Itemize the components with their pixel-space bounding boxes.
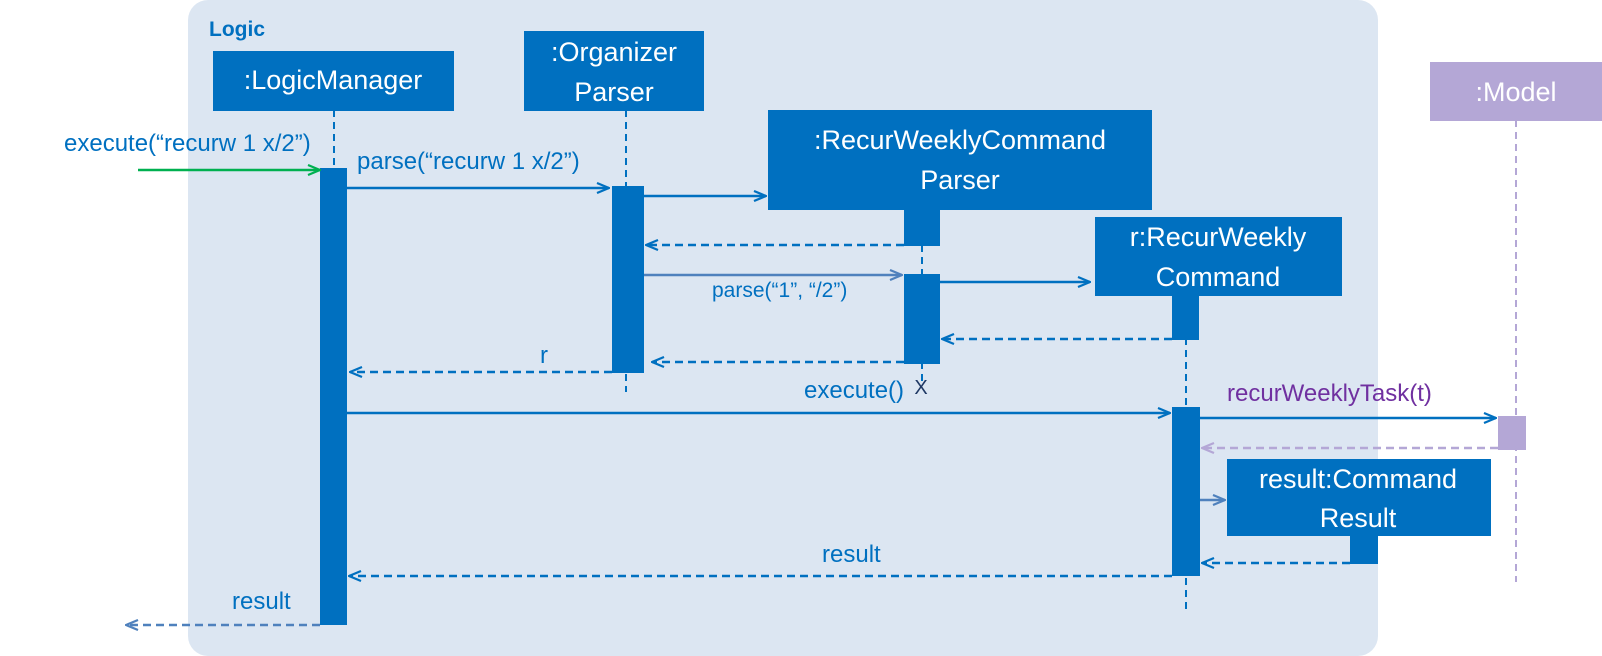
participant-logic-manager: :LogicManager <box>213 51 454 111</box>
message-parse-input-label: parse(“recurw 1 x/2”) <box>357 148 580 175</box>
participant-logic-manager-label: :LogicManager <box>244 65 423 95</box>
activation-logic-manager <box>320 168 347 625</box>
participant-model: :Model <box>1430 62 1602 121</box>
activation-recur-weekly-command-1 <box>1172 295 1199 340</box>
message-parse-args-label: parse(“1”, “/2”) <box>712 279 847 302</box>
activation-organizer-parser <box>612 186 644 373</box>
activation-recur-weekly-command-parser-2 <box>904 274 940 364</box>
message-return-r-label: r <box>540 342 548 369</box>
activation-model <box>1498 416 1526 450</box>
activation-recur-weekly-command-parser-1 <box>904 208 940 246</box>
participant-organizer-parser-label-1: :Organizer <box>551 37 677 67</box>
participant-model-label: :Model <box>1475 77 1556 107</box>
destroy-marker: X <box>914 377 927 399</box>
participant-organizer-parser: :Organizer Parser <box>524 31 704 111</box>
participant-command-result-label-2: Result <box>1320 503 1397 533</box>
participant-command-result: result:Command Result <box>1227 459 1491 536</box>
activation-recur-weekly-command-2 <box>1172 407 1200 576</box>
participant-organizer-parser-label-2: Parser <box>574 77 654 107</box>
message-execute-input-label: execute(“recurw 1 x/2”) <box>64 130 311 157</box>
participant-recur-weekly-command: r:RecurWeekly Command <box>1095 217 1342 296</box>
participant-recur-weekly-command-parser: :RecurWeeklyCommand Parser <box>768 110 1152 210</box>
participant-recur-weekly-command-label-2: Command <box>1156 262 1281 292</box>
message-return-result-inner-label: result <box>822 541 881 568</box>
activation-command-result <box>1350 534 1378 564</box>
participant-recur-weekly-command-parser-label-1: :RecurWeeklyCommand <box>814 125 1106 155</box>
participant-command-result-label-1: result:Command <box>1259 464 1457 494</box>
participant-recur-weekly-command-parser-label-2: Parser <box>920 165 1000 195</box>
message-recur-weekly-task-label: recurWeeklyTask(t) <box>1227 380 1432 407</box>
logic-frame-label: Logic <box>209 18 265 41</box>
message-execute-call-label: execute() <box>804 377 904 404</box>
participant-recur-weekly-command-label-1: r:RecurWeekly <box>1130 222 1307 252</box>
message-return-result-outer-label: result <box>232 588 291 615</box>
